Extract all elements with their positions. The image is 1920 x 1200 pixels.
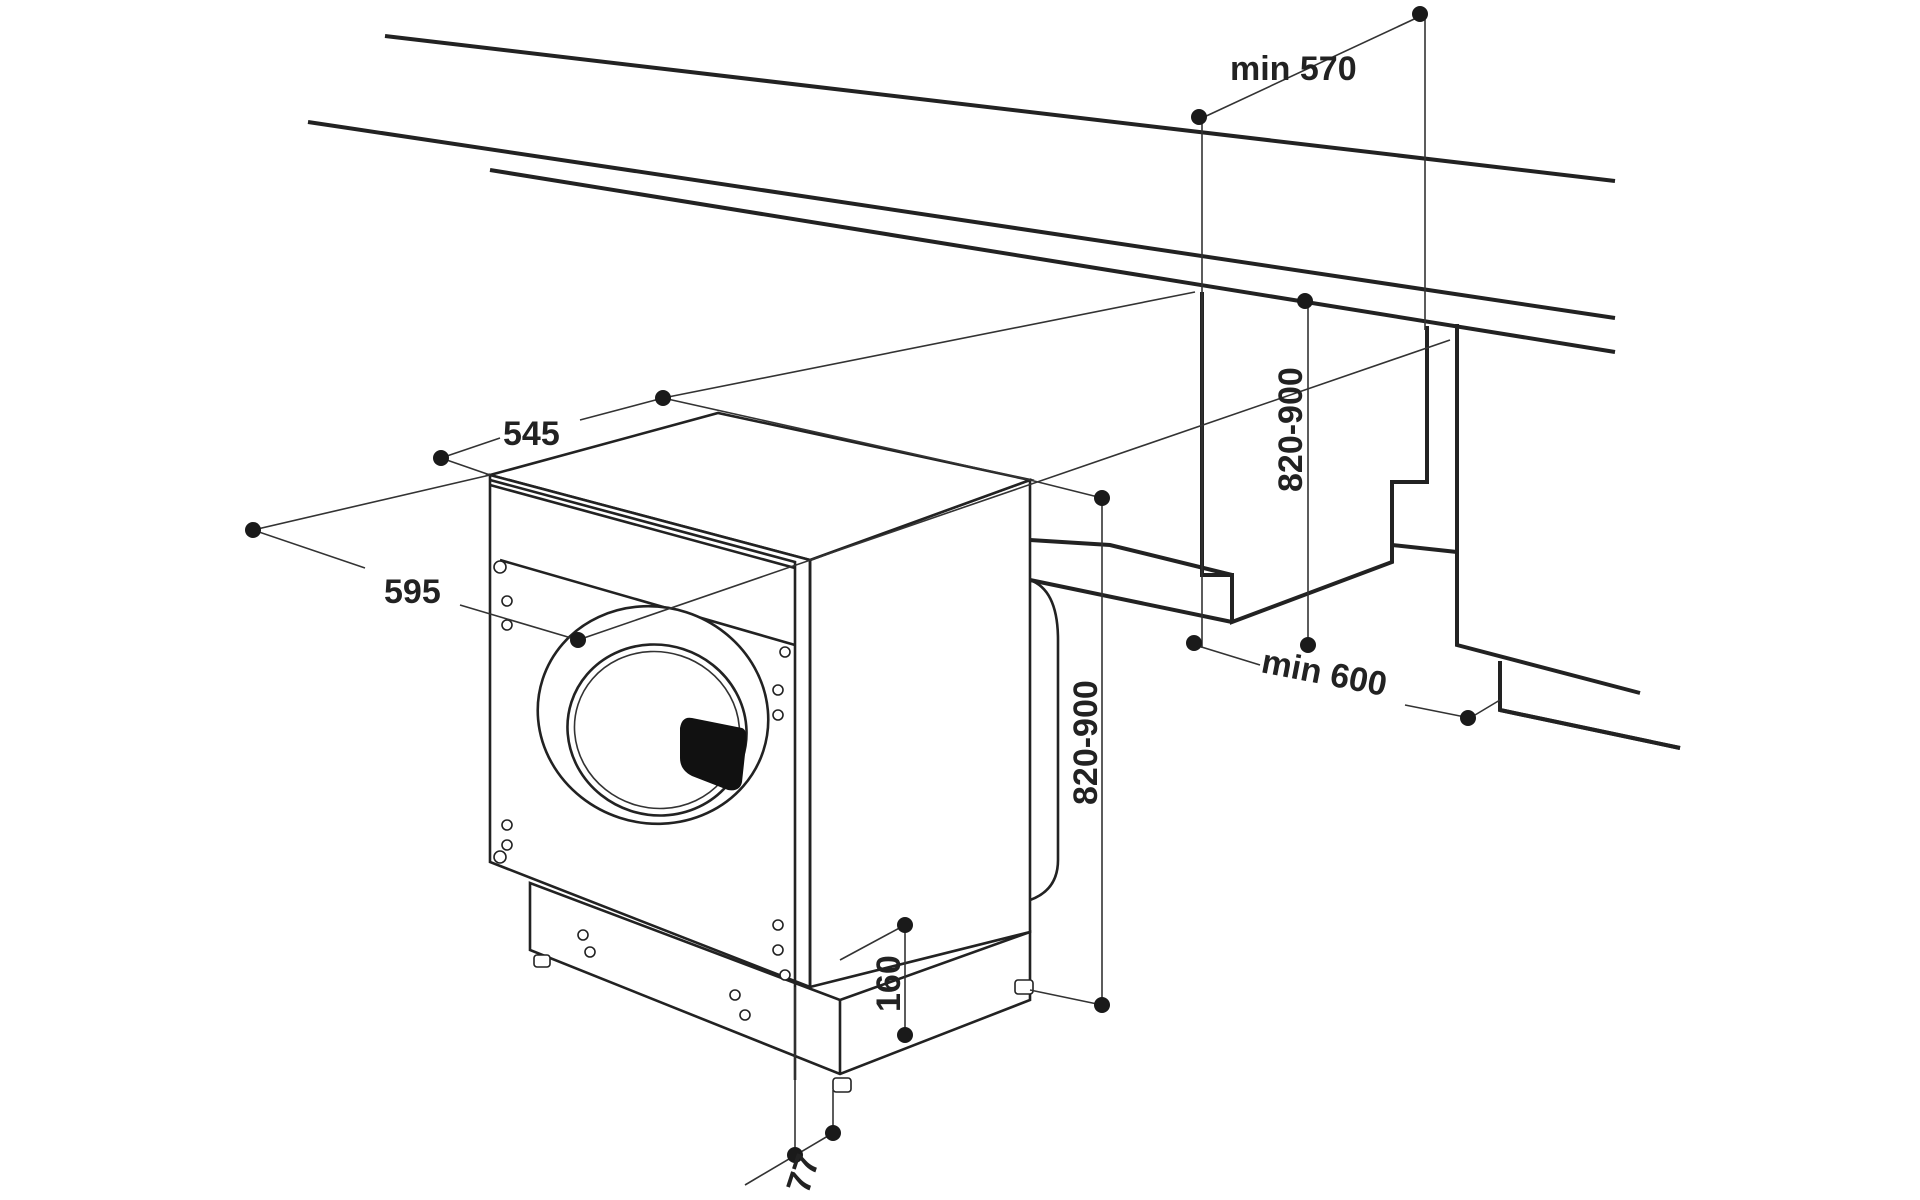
label-machine-height: 820-900 (1067, 680, 1105, 805)
label-machine-depth: 545 (503, 415, 560, 453)
machine-side-panel (808, 478, 1032, 989)
dimension-lines (252, 13, 1501, 1186)
countertop (307, 34, 1616, 354)
label-niche-height: 820-900 (1272, 367, 1310, 492)
label-machine-width: 595 (384, 573, 441, 611)
dimension-dots (245, 6, 1476, 1163)
front-screw-holes (493, 560, 791, 1021)
niche-cabinet (1029, 292, 1681, 750)
label-cabinet-depth-min: min 600 (1258, 643, 1390, 704)
label-plinth-recess: 77 (779, 1150, 827, 1198)
door-handle (680, 717, 747, 791)
label-plinth-height: 160 (870, 955, 908, 1012)
label-cabinet-width-min: min 570 (1230, 50, 1357, 88)
machine-feet (533, 954, 1034, 1093)
washing-machine (484, 411, 1060, 1093)
